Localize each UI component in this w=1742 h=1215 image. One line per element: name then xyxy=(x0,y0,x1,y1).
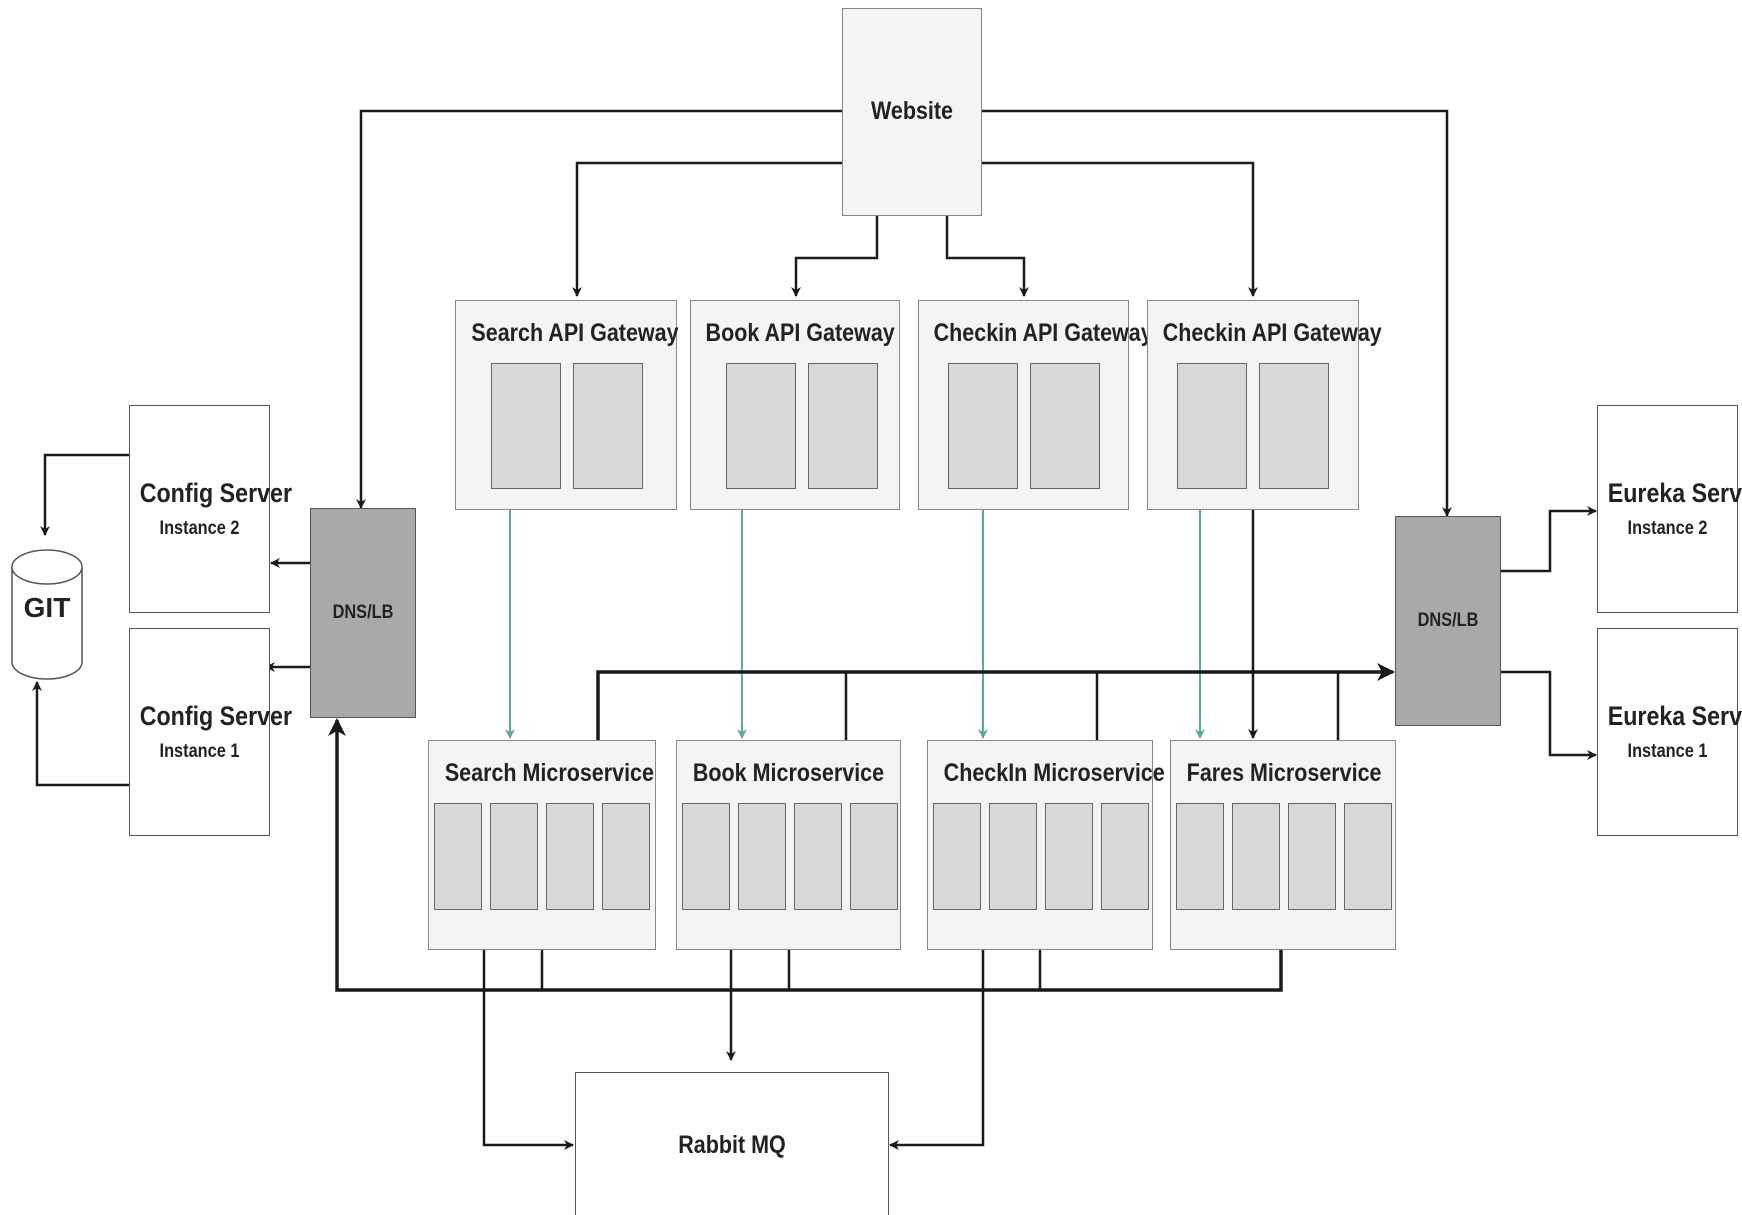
gateway-instance xyxy=(1177,363,1247,489)
rabbit-mq-box: Rabbit MQ xyxy=(575,1072,889,1215)
microservice-checkin: CheckIn Microservice xyxy=(927,740,1165,950)
microservice-instance xyxy=(850,803,898,910)
gateway-checkin-1: Checkin API Gateway xyxy=(918,300,1153,510)
config-server-instance-1: Config Server Instance 1 xyxy=(129,628,292,836)
dns-lb-right: DNS/LB xyxy=(1395,516,1501,726)
microservice-instance xyxy=(546,803,594,910)
gateway-instance xyxy=(808,363,878,489)
config-server-title: Config Server xyxy=(139,701,292,731)
microservice-registration-bus xyxy=(596,663,1395,740)
config-server-instance-2: Config Server Instance 2 xyxy=(129,405,292,613)
microservice-instance xyxy=(989,803,1037,910)
connector-website-book-gateway xyxy=(791,216,879,297)
bus-fares-to-left-dns xyxy=(328,718,1283,992)
microservice-title: CheckIn Microservice xyxy=(943,759,1165,787)
microservice-config-bus xyxy=(328,718,1283,992)
connector-dns-eureka2 xyxy=(1501,506,1597,573)
microservice-fares: Fares Microservice xyxy=(1170,740,1396,950)
microservice-instance xyxy=(1045,803,1093,910)
eureka-server-instance: Instance 1 xyxy=(1627,741,1708,762)
connector-website-left-dns xyxy=(356,109,842,509)
gateway-title: Book API Gateway xyxy=(705,319,895,347)
gateway-title: Search API Gateway xyxy=(471,319,679,347)
microservice-instance xyxy=(602,803,650,910)
rabbit-mq-label: Rabbit MQ xyxy=(678,1131,786,1159)
eureka-server-instance: Instance 2 xyxy=(1627,518,1708,539)
git-node: GIT xyxy=(12,592,82,632)
config-connectors xyxy=(32,453,310,787)
microservice-instance xyxy=(933,803,981,910)
microservice-instance xyxy=(1101,803,1149,910)
connector-config2-git xyxy=(40,453,129,536)
rabbit-connectors xyxy=(482,950,985,1150)
dns-lb-label: DNS/LB xyxy=(1417,610,1479,631)
eureka-server-title: Eureka Server xyxy=(1607,701,1742,731)
config-server-title: Config Server xyxy=(139,478,292,508)
connector-search-rabbit xyxy=(482,950,574,1150)
microservice-instance xyxy=(682,803,730,910)
gateway-to-microservice-connectors xyxy=(505,490,1205,739)
connector-dns-eureka1 xyxy=(1501,670,1597,760)
gateway-book: Book API Gateway xyxy=(690,300,900,510)
gateway-instance xyxy=(1030,363,1100,489)
microservice-search: Search Microservice xyxy=(428,740,656,950)
gateway-instance xyxy=(948,363,1018,489)
gateway-instance xyxy=(1259,363,1329,489)
gateway-instance xyxy=(573,363,643,489)
microservice-instance xyxy=(794,803,842,910)
microservice-book: Book Microservice xyxy=(676,740,901,950)
eureka-server-instance-1: Eureka Server Instance 1 xyxy=(1597,628,1742,836)
gateway-search: Search API Gateway xyxy=(455,300,679,510)
website-to-gateway-connectors xyxy=(356,109,1452,517)
microservice-instance xyxy=(1288,803,1336,910)
microservice-instance xyxy=(490,803,538,910)
gateway-instance xyxy=(491,363,561,489)
config-server-instance: Instance 1 xyxy=(159,741,240,762)
dns-lb-label: DNS/LB xyxy=(332,602,394,623)
microservice-instance xyxy=(738,803,786,910)
gateway-title: Checkin API Gateway xyxy=(1162,319,1382,347)
connector-checkin-rabbit xyxy=(889,950,985,1150)
website-label: Website xyxy=(870,97,954,125)
microservice-instance xyxy=(1344,803,1392,910)
git-label: GIT xyxy=(23,592,71,623)
eureka-server-instance-2: Eureka Server Instance 2 xyxy=(1597,405,1742,613)
website-box: Website xyxy=(842,8,982,216)
gateway-instance xyxy=(726,363,796,489)
microservice-instance xyxy=(1232,803,1280,910)
connector-website-right-dns xyxy=(982,109,1452,517)
git-cylinder-icon xyxy=(11,549,83,680)
microservice-instance xyxy=(1176,803,1224,910)
gateway-checkin-2: Checkin API Gateway xyxy=(1147,300,1382,510)
connector-website-search-gateway xyxy=(572,161,842,297)
microservice-title: Book Microservice xyxy=(692,759,885,787)
eureka-server-title: Eureka Server xyxy=(1607,478,1742,508)
config-server-instance: Instance 2 xyxy=(159,518,240,539)
connector-website-checkin-gateway-1 xyxy=(945,216,1029,297)
bus-search-to-right-dns xyxy=(596,663,1395,740)
dns-lb-left: DNS/LB xyxy=(310,508,416,718)
gateway-title: Checkin API Gateway xyxy=(933,319,1153,347)
eureka-connectors xyxy=(1501,506,1597,760)
connector-website-checkin-gateway-2 xyxy=(982,161,1258,297)
microservice-title: Fares Microservice xyxy=(1186,759,1382,787)
connector-config1-git xyxy=(32,681,129,787)
microservice-title: Search Microservice xyxy=(444,759,654,787)
microservice-instance xyxy=(434,803,482,910)
